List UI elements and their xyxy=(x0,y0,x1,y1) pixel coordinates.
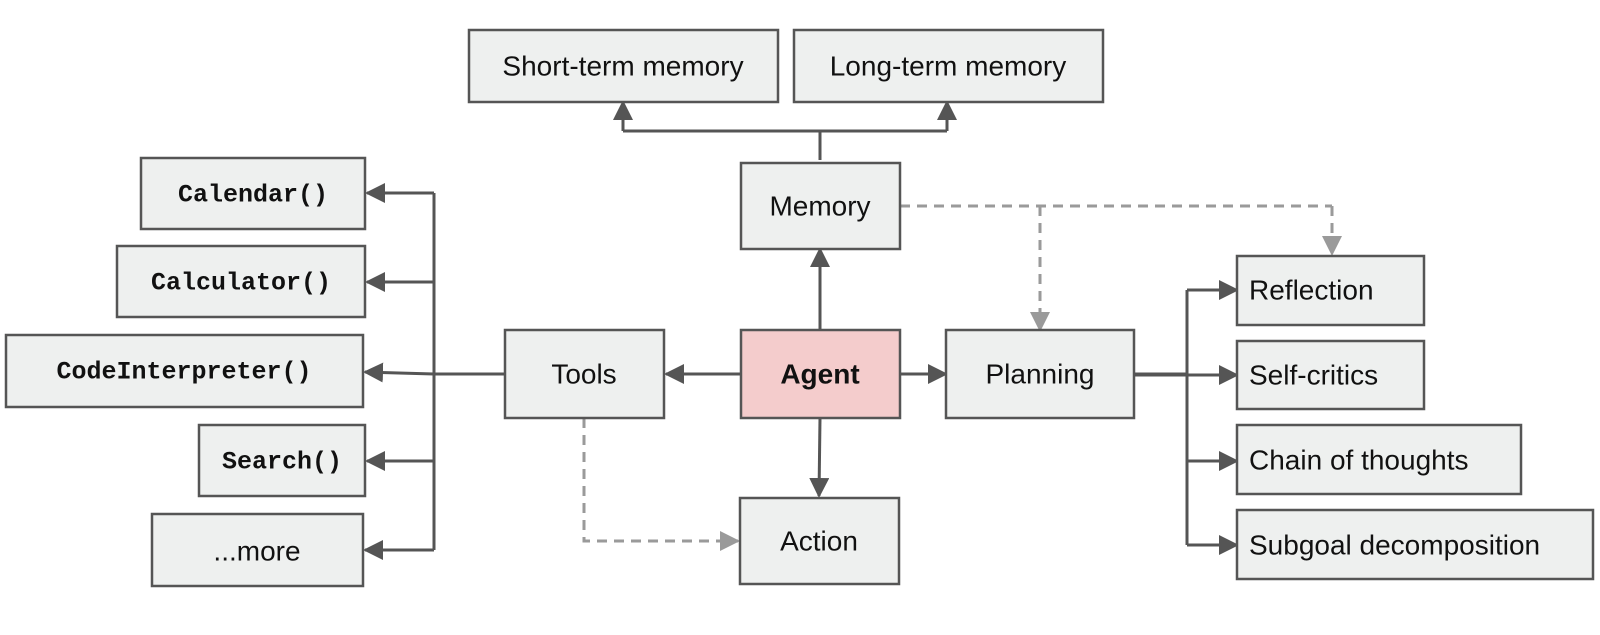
memory-box: Memory xyxy=(739,161,902,251)
chain-of-thoughts-box: Chain of thoughts xyxy=(1235,423,1523,496)
tools-label: Tools xyxy=(551,359,616,390)
edges xyxy=(363,100,1342,560)
chain-of-thoughts-label: Chain of thoughts xyxy=(1249,445,1469,476)
calculator-box: Calculator() xyxy=(115,244,367,319)
subgoal-decomposition-box: Subgoal decomposition xyxy=(1235,508,1595,581)
planning-label: Planning xyxy=(986,359,1095,390)
edge-tools-to-action xyxy=(582,418,740,551)
edge-agent-to-action xyxy=(809,417,830,498)
long-term-memory-label: Long-term memory xyxy=(830,51,1067,82)
more-box: ...more xyxy=(150,512,365,588)
long-term-memory-box: Long-term memory xyxy=(792,28,1105,104)
reflection-label: Reflection xyxy=(1249,275,1374,306)
calendar-box: Calendar() xyxy=(139,156,367,231)
self-critics-box: Self-critics xyxy=(1235,339,1426,411)
calculator-label: Calculator() xyxy=(151,269,331,298)
search-label: Search() xyxy=(222,448,342,477)
tools-box: Tools xyxy=(503,328,666,420)
agent-box: Agent xyxy=(739,328,902,420)
memory-label: Memory xyxy=(769,191,870,222)
action-label: Action xyxy=(780,526,858,557)
reflection-box: Reflection xyxy=(1235,254,1426,327)
short-term-memory-box: Short-term memory xyxy=(467,28,780,104)
action-box: Action xyxy=(738,496,901,586)
agent-label: Agent xyxy=(780,359,859,390)
code-interpreter-label: CodeInterpreter() xyxy=(56,358,311,387)
more-label: ...more xyxy=(213,536,300,567)
search-box: Search() xyxy=(197,423,367,498)
calendar-label: Calendar() xyxy=(178,181,328,210)
code-interpreter-box: CodeInterpreter() xyxy=(4,333,365,409)
short-term-memory-label: Short-term memory xyxy=(502,51,743,82)
subgoal-decomposition-label: Subgoal decomposition xyxy=(1249,530,1540,561)
self-critics-label: Self-critics xyxy=(1249,360,1378,391)
planning-box: Planning xyxy=(944,328,1136,420)
edge-to-code-interpreter xyxy=(363,362,435,383)
nodes: Short-term memory Long-term memory Memor… xyxy=(4,28,1595,588)
